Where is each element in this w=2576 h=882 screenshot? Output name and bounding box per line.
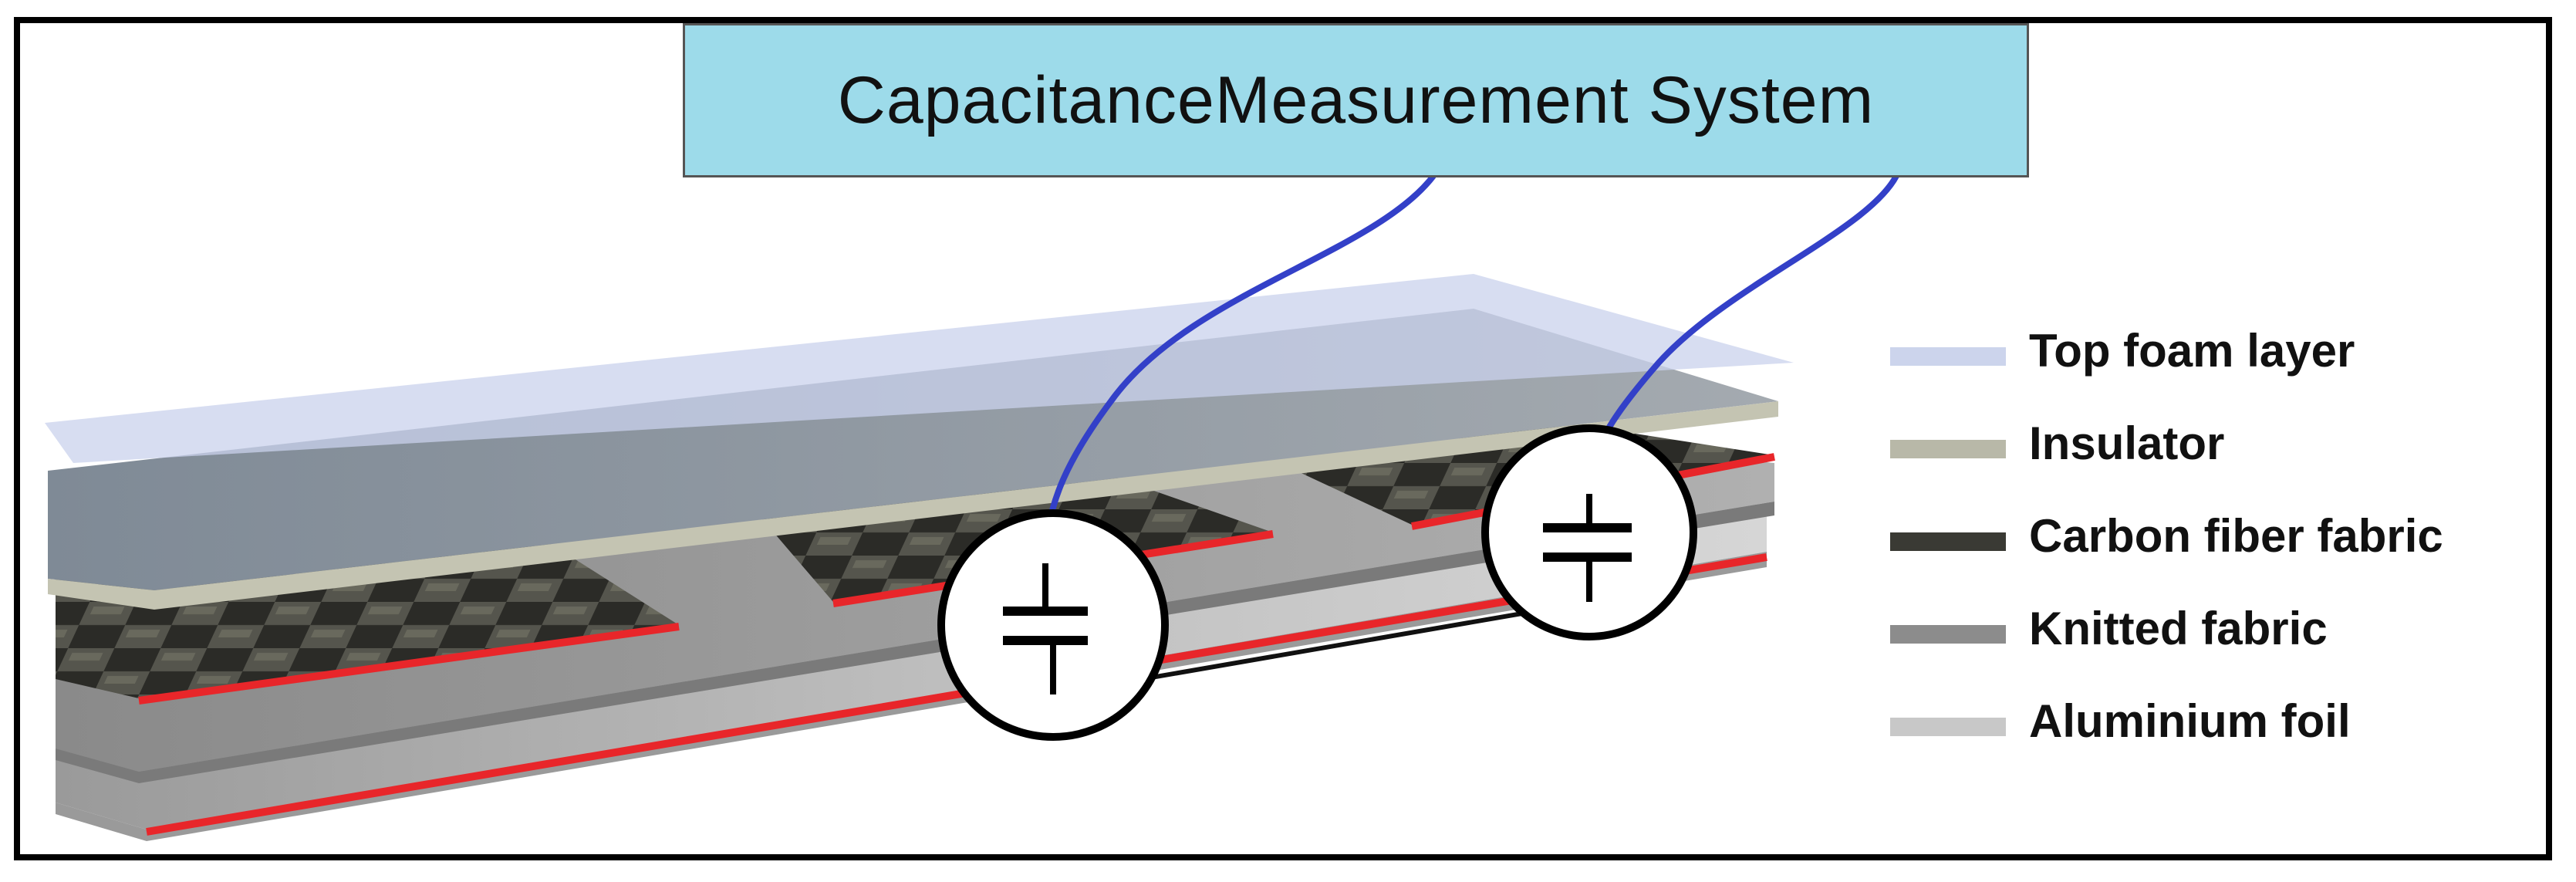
legend-label-aluminium-foil: Aluminium foil [2029,695,2351,747]
legend-label-knitted-fabric: Knitted fabric [2029,603,2328,654]
legend-label-top-foam: Top foam layer [2029,325,2355,377]
legend-label-insulator: Insulator [2029,417,2225,469]
legend-item-carbon-fiber: Carbon fiber fabric [1882,509,2515,571]
capacitor-icon-right [1481,424,1697,640]
capacitor-icon-left [937,509,1169,741]
legend-swatch-aluminium-foil [1890,718,2006,736]
wire-left [1042,174,1437,564]
legend-item-knitted-fabric: Knitted fabric [1882,602,2515,664]
legend-label-carbon-fiber: Carbon fiber fabric [2029,510,2443,562]
legend-item-top-foam: Top foam layer [1882,324,2515,386]
measurement-system-box: CapacitanceMeasurement System [683,23,2029,177]
legend-swatch-carbon-fiber [1890,532,2006,551]
measurement-system-title: CapacitanceMeasurement System [837,63,1875,137]
legend-item-insulator: Insulator [1882,417,2515,478]
legend-swatch-knitted-fabric [1890,625,2006,644]
legend-swatch-insulator [1890,440,2006,458]
legend-item-aluminium-foil: Aluminium foil [1882,694,2515,756]
top-foam-layer [45,274,1794,463]
legend-swatch-top-foam [1890,347,2006,366]
